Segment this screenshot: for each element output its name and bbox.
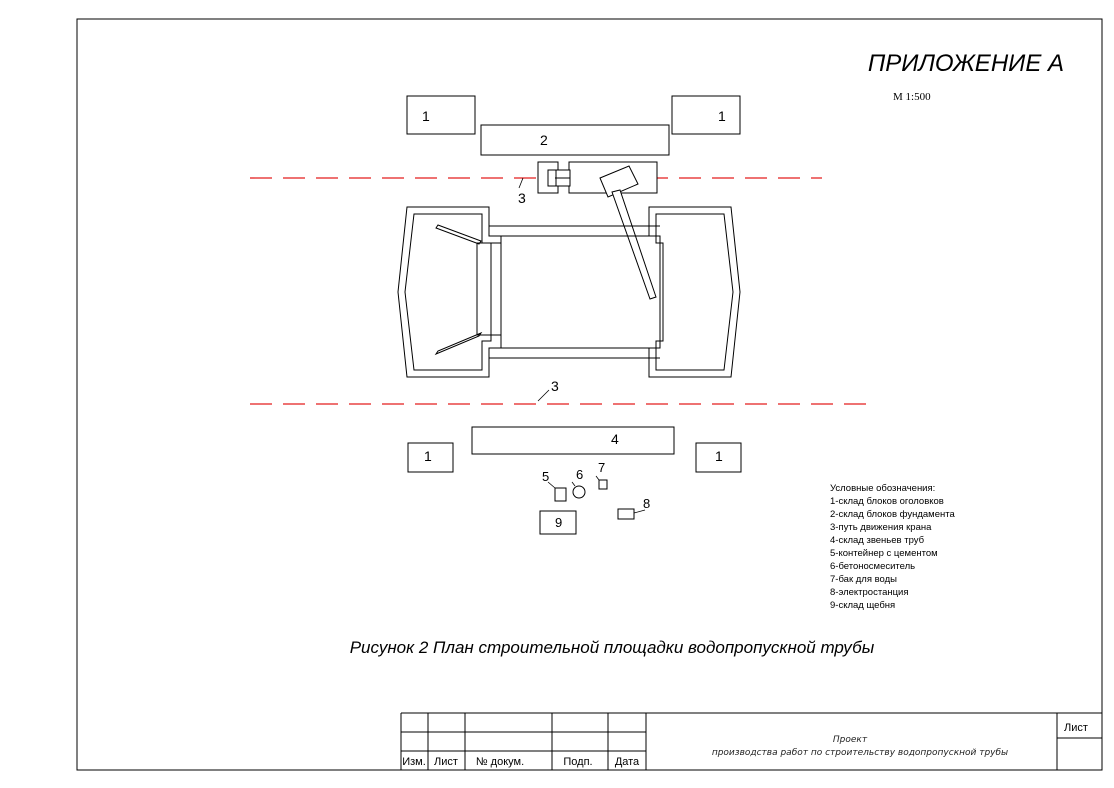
- crane-path-label-top: 3: [518, 190, 526, 206]
- crane-path-label-bottom: 3: [551, 378, 559, 394]
- legend-item: 7-бак для воды: [830, 574, 897, 585]
- power-station: 8: [617, 496, 650, 520]
- figure-caption: Рисунок 2 План строительной площадки вод…: [350, 638, 875, 657]
- callout-label: 8: [643, 496, 650, 511]
- callout-label: 6: [576, 467, 583, 482]
- title-block-col-doc: № докум.: [476, 756, 524, 768]
- legend-item: 8-электростанция: [830, 587, 909, 598]
- cement-container: 5: [542, 469, 567, 502]
- legend: Условные обозначения: 1-склад блоков ого…: [830, 483, 955, 611]
- legend-item: 5-контейнер с цементом: [830, 548, 938, 559]
- project-title-line1: Проект: [833, 735, 868, 745]
- callout-label: 4: [611, 431, 619, 447]
- legend-item: 3-путь движения крана: [830, 522, 932, 533]
- legend-item: 1-склад блоков оголовков: [830, 496, 944, 507]
- crane-callout-leader: [518, 177, 524, 189]
- project-title-line2: производства работ по строительству водо…: [712, 748, 1008, 758]
- callout-label: 5: [542, 469, 549, 484]
- foundation-storage: 2: [480, 124, 670, 156]
- callout-label: 1: [422, 108, 430, 124]
- callout-label: 2: [540, 132, 548, 148]
- title-block-col-sheet: Лист: [434, 756, 458, 768]
- sheet-frame: [76, 18, 1103, 771]
- gravel-storage: 9: [539, 510, 577, 535]
- culvert-structure: [397, 206, 741, 378]
- storage-block-top-left: 1: [406, 95, 476, 135]
- callout-label: 1: [718, 108, 726, 124]
- appendix-title: ПРИЛОЖЕНИЕ А: [868, 50, 1064, 77]
- title-block-col-sign: Подп.: [563, 756, 592, 768]
- pipe-storage: 4: [471, 426, 675, 455]
- legend-item: 4-склад звеньев труб: [830, 535, 925, 546]
- title-block: [400, 712, 1102, 770]
- title-block-col-date: Дата: [615, 756, 640, 768]
- concrete-mixer: 6: [571, 467, 586, 499]
- legend-item: 6-бетоносмеситель: [830, 561, 915, 572]
- storage-block-top-right: 1: [671, 95, 741, 135]
- storage-block-bottom-left: 1: [407, 442, 454, 473]
- crane-callout-leader: [537, 389, 550, 402]
- sheet-label: Лист: [1064, 722, 1088, 734]
- scale-label: М 1:500: [893, 91, 931, 103]
- callout-label: 7: [598, 460, 605, 475]
- legend-title: Условные обозначения:: [830, 483, 935, 494]
- callout-label: 1: [424, 448, 432, 464]
- crane: [537, 161, 658, 300]
- water-tank: 7: [595, 460, 608, 490]
- callout-label: 1: [715, 448, 723, 464]
- title-block-col-change: Изм.: [402, 756, 426, 768]
- legend-item: 2-склад блоков фундамента: [830, 509, 955, 520]
- callout-label: 9: [555, 515, 562, 530]
- legend-item: 9-склад щебня: [830, 600, 895, 611]
- storage-block-bottom-right: 1: [695, 442, 742, 473]
